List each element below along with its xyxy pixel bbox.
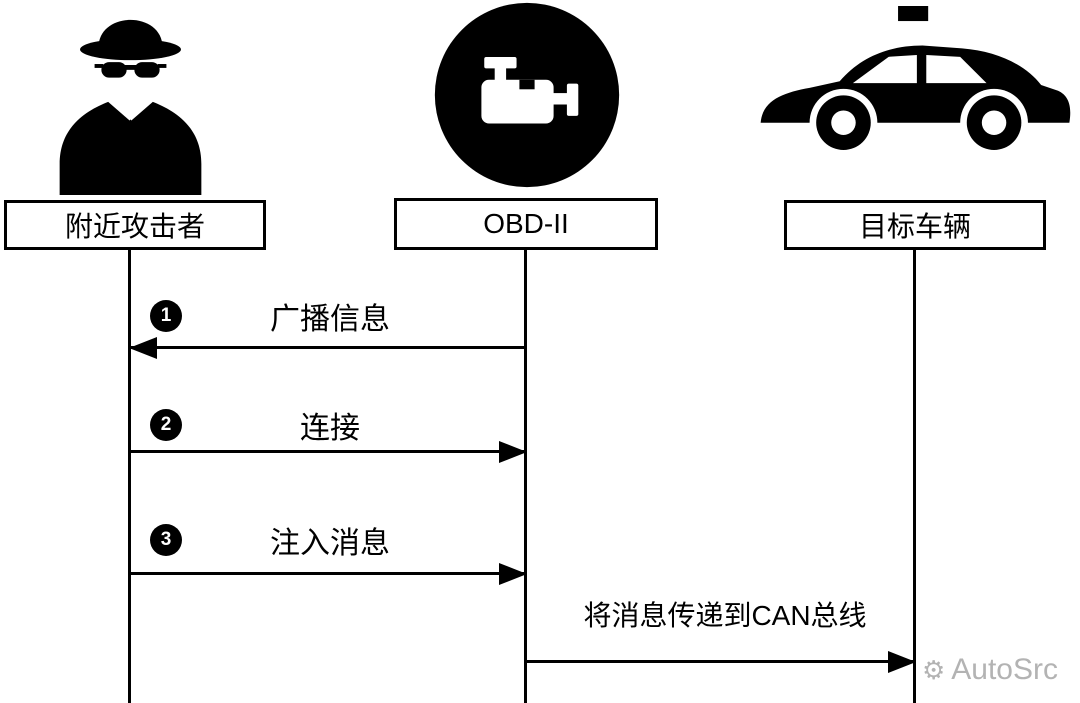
message-label-broadcast: 广播信息 (270, 303, 390, 336)
actor-box-obd: OBD-II (394, 198, 658, 250)
message-arrow-broadcast (129, 336, 526, 359)
spy-icon (48, 0, 213, 196)
arrowhead-right-icon (888, 650, 916, 673)
message-arrow-connect (130, 440, 527, 463)
message-arrow-can-bus (526, 650, 916, 673)
autosrc-logo-icon: ⚙ (921, 655, 946, 685)
step-badge-1: 1 (150, 300, 182, 332)
actor-label-vehicle: 目标车辆 (858, 211, 971, 242)
step-number: 2 (160, 414, 172, 435)
lifeline-attacker (128, 250, 131, 703)
message-label-connect: 连接 (300, 412, 360, 445)
car-icon (742, 6, 1080, 166)
step-badge-2: 2 (150, 409, 182, 441)
arrowhead-left-icon (129, 336, 157, 359)
message-label-inject: 注入消息 (270, 527, 390, 560)
engine-icon (432, 0, 622, 190)
lifeline-vehicle (913, 250, 916, 703)
message-label-can-bus: 将消息传递到CAN总线 (583, 600, 867, 631)
actor-box-attacker: 附近攻击者 (4, 200, 266, 250)
step-number: 3 (160, 529, 172, 550)
watermark-text: AutoSrc (951, 653, 1058, 686)
arrowhead-right-icon (499, 562, 527, 585)
step-number: 1 (160, 305, 172, 326)
message-arrow-inject (130, 562, 527, 585)
lifeline-obd (524, 250, 527, 703)
actor-label-obd: OBD-II (483, 208, 569, 239)
actor-box-vehicle: 目标车辆 (784, 200, 1046, 250)
watermark: ⚙ AutoSrc (922, 653, 1058, 687)
arrowhead-right-icon (499, 440, 527, 463)
actor-label-attacker: 附近攻击者 (64, 211, 205, 242)
step-badge-3: 3 (150, 524, 182, 556)
